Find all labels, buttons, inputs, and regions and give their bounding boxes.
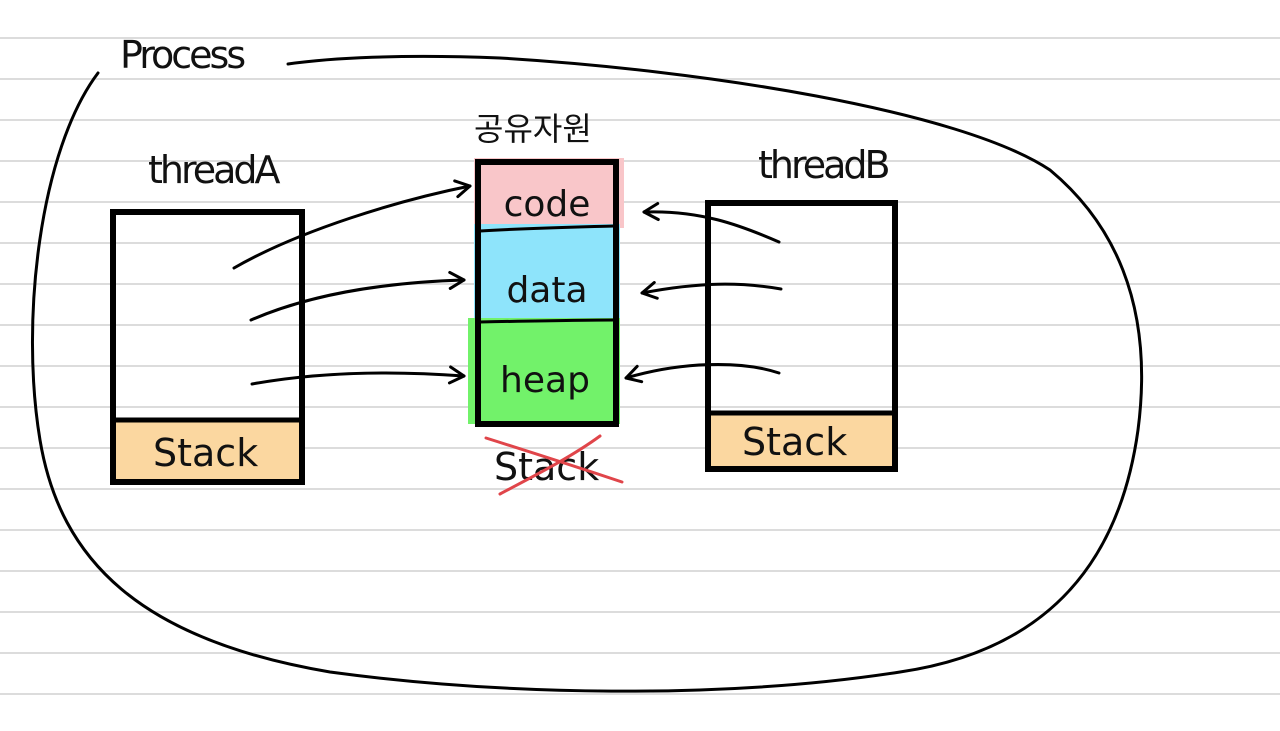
arrow-thread-a-to-data — [249, 270, 466, 322]
segment-code-fill — [474, 158, 624, 228]
arrow-thread-b-to-code — [642, 202, 781, 244]
thread-a-stack-label: Stack — [153, 431, 258, 475]
excluded-stack-label: Stack — [494, 445, 599, 489]
thread-a-box — [110, 209, 305, 485]
segment-heap-label: heap — [500, 360, 590, 401]
thread-a-stack-fill — [112, 420, 302, 482]
thread-b-box — [705, 200, 898, 472]
process-boundary — [30, 54, 1144, 693]
shared-resources: 공유자원 code data heap Stack — [468, 110, 624, 496]
thread-b-stack-label: Stack — [742, 420, 847, 464]
segment-data-fill — [474, 224, 620, 322]
thread-a: threadA Stack — [110, 148, 305, 485]
thread-b-stack-fill — [706, 414, 894, 470]
segment-data-label: data — [506, 270, 587, 311]
process-label: Process — [120, 33, 244, 77]
arrow-thread-b-to-heap — [624, 362, 781, 384]
thread-a-title: threadA — [148, 148, 281, 192]
segment-divider-2 — [478, 318, 616, 324]
segment-heap-fill — [468, 318, 620, 424]
shared-resources-title: 공유자원 — [474, 110, 592, 148]
shared-resources-box — [475, 159, 619, 427]
arrow-thread-b-to-data — [640, 281, 783, 300]
excluded-stack-cross — [484, 434, 624, 496]
segment-code-label: code — [504, 184, 591, 225]
arrow-thread-a-to-code — [232, 179, 472, 270]
segment-divider-1 — [478, 224, 616, 233]
arrow-thread-a-to-heap — [250, 365, 466, 386]
thread-b: threadB Stack — [705, 143, 898, 472]
thread-b-title: threadB — [758, 143, 889, 187]
